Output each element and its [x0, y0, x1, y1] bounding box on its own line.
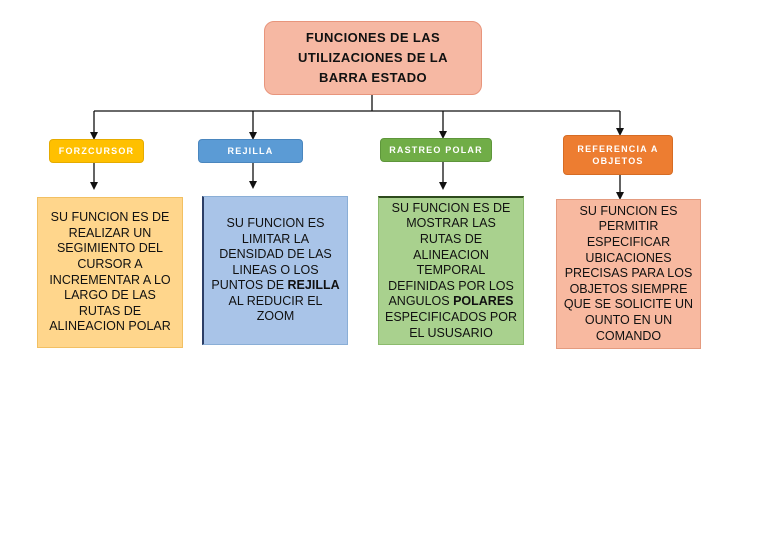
- main-title: FUNCIONES DE LAS UTILIZACIONES DE LA BAR…: [298, 30, 448, 85]
- category-referencia-objetos: REFERENCIA A OBJETOS: [563, 135, 673, 175]
- description-referencia-objetos: SU FUNCION ES PERMITIR ESPECIFICAR UBICA…: [556, 199, 701, 349]
- description-rejilla: SU FUNCION ES LIMITAR LA DENSIDAD DE LAS…: [202, 196, 348, 345]
- description-rastreo-polar-text: SU FUNCION ES DE MOSTRAR LAS RUTAS DE AL…: [385, 201, 517, 341]
- category-rejilla: REJILLA: [198, 139, 303, 163]
- description-bold-word: POLARES: [453, 294, 514, 309]
- description-text-part: SU FUNCION ES LIMITAR LA DENSIDAD DE LAS…: [211, 215, 332, 293]
- category-referencia-objetos-label: REFERENCIA A OBJETOS: [577, 144, 659, 166]
- category-forzcursor: FORZCURSOR: [49, 139, 144, 163]
- description-forzcursor-text: SU FUNCION ES DE REALIZAR UN SEGIMIENTO …: [44, 210, 176, 335]
- description-text-part: SU FUNCION ES DE MOSTRAR LAS RUTAS DE AL…: [388, 200, 514, 309]
- description-text-part: AL REDUCIR EL ZOOM: [228, 293, 323, 324]
- description-rejilla-text: SU FUNCION ES LIMITAR LA DENSIDAD DE LAS…: [210, 216, 341, 325]
- category-forzcursor-label: FORZCURSOR: [58, 146, 135, 156]
- main-title-box: FUNCIONES DE LAS UTILIZACIONES DE LA BAR…: [264, 21, 482, 95]
- category-rastreo-polar-label: RASTREO POLAR: [389, 145, 483, 155]
- description-bold-word: REJILLA: [287, 278, 340, 293]
- category-rastreo-polar: RASTREO POLAR: [380, 138, 492, 162]
- category-rejilla-label: REJILLA: [227, 146, 274, 156]
- description-text-part: SU FUNCION ES DE REALIZAR UN SEGIMIENTO …: [49, 210, 171, 334]
- description-text-part: SU FUNCION ES PERMITIR ESPECIFICAR UBICA…: [563, 203, 694, 343]
- description-referencia-objetos-text: SU FUNCION ES PERMITIR ESPECIFICAR UBICA…: [563, 204, 694, 344]
- description-forzcursor: SU FUNCION ES DE REALIZAR UN SEGIMIENTO …: [37, 197, 183, 348]
- description-text-part: ESPECIFICADOS POR EL USUSARIO: [385, 309, 517, 340]
- description-rastreo-polar: SU FUNCION ES DE MOSTRAR LAS RUTAS DE AL…: [378, 196, 524, 345]
